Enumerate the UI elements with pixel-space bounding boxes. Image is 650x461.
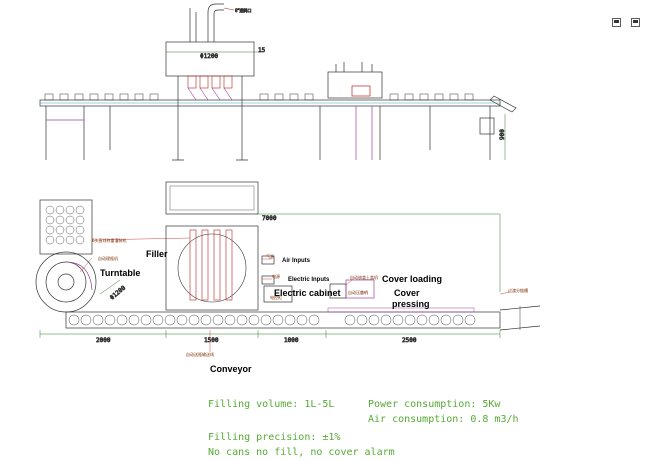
elevation-cans xyxy=(44,93,474,101)
exit-ramp xyxy=(489,95,517,113)
electric-cabinet-label: Electric cabinet xyxy=(274,288,341,298)
elec-input-box xyxy=(261,275,275,285)
turntable-label: Turntable xyxy=(100,268,140,278)
cabinet-cn-label: 电控柜 xyxy=(270,294,282,300)
monitor-icon xyxy=(631,14,640,27)
len-mid2-dim: 1000 xyxy=(284,337,299,344)
len-left-dim: 2000 xyxy=(96,337,111,344)
conveyor-height-dim: 900 xyxy=(499,129,506,140)
turntable-hopper xyxy=(39,199,93,255)
spec-filling-volume: Filling volume: 1L-5L xyxy=(208,399,335,410)
tank-width-dim: Φ1200 xyxy=(200,53,218,60)
spec-power: Power consumption: 5Kw xyxy=(368,399,501,410)
plan-cans xyxy=(68,314,476,326)
tank-height-dim: 15 xyxy=(258,47,266,54)
electric-cabinet-box xyxy=(263,285,293,303)
elec-cn-label: 电源 xyxy=(272,273,280,279)
conveyor-cn-label: 自动送瓶输送线 xyxy=(186,351,214,357)
exit-motor xyxy=(479,117,495,135)
leader-lines xyxy=(79,237,511,352)
elevation-view: 8"进料口 Φ1200 15 xyxy=(39,3,517,161)
cover-loading-label: Cover loading xyxy=(382,274,442,284)
capper-body xyxy=(327,71,383,99)
cover-cn-label: 自动放盖上盖机 xyxy=(350,274,378,280)
inlet-pipe xyxy=(189,8,197,42)
inlet-callout: 8"进料口 xyxy=(235,7,251,13)
air-input-box xyxy=(261,255,275,265)
platform-box xyxy=(165,181,259,215)
filler-plan xyxy=(165,225,259,311)
len-right-dim: 2500 xyxy=(402,337,417,344)
spec-alarm: No cans no fill, no cover alarm xyxy=(208,447,395,458)
conveyor-label: Conveyor xyxy=(210,364,252,374)
air-cn-label: 气源 xyxy=(266,253,274,259)
press-cn-label: 自动压盖机 xyxy=(348,289,368,295)
turntable-dia-dim: Φ1200 xyxy=(109,284,128,301)
electric-inputs-label: Electric Inputs xyxy=(288,277,330,283)
plan-view: 7000 Φ1200 xyxy=(35,181,541,344)
filler-label: Filler xyxy=(146,249,168,259)
cover-pressing-label: Cover pressing xyxy=(392,288,430,309)
filler-cn-label: 6头直线称重灌装机 xyxy=(92,237,127,243)
filling-nozzles xyxy=(187,75,233,89)
air-inputs-label: Air Inputs xyxy=(282,258,311,264)
spec-air: Air consumption: 0.8 m3/h xyxy=(368,414,519,425)
turntable-disc xyxy=(35,251,97,313)
feed-pipe xyxy=(207,3,224,42)
printer-icon xyxy=(612,14,621,27)
turntable-cn-label: 自动理瓶机 xyxy=(98,255,118,261)
plan-conveyor xyxy=(65,311,501,329)
filler-tank xyxy=(165,41,255,77)
exit-cn-label: 过渡分链槽 xyxy=(508,287,528,293)
total-length-dim: 7000 xyxy=(262,215,277,222)
len-mid1-dim: 1500 xyxy=(204,337,219,344)
spec-precision: Filling precision: ±1% xyxy=(208,432,341,443)
